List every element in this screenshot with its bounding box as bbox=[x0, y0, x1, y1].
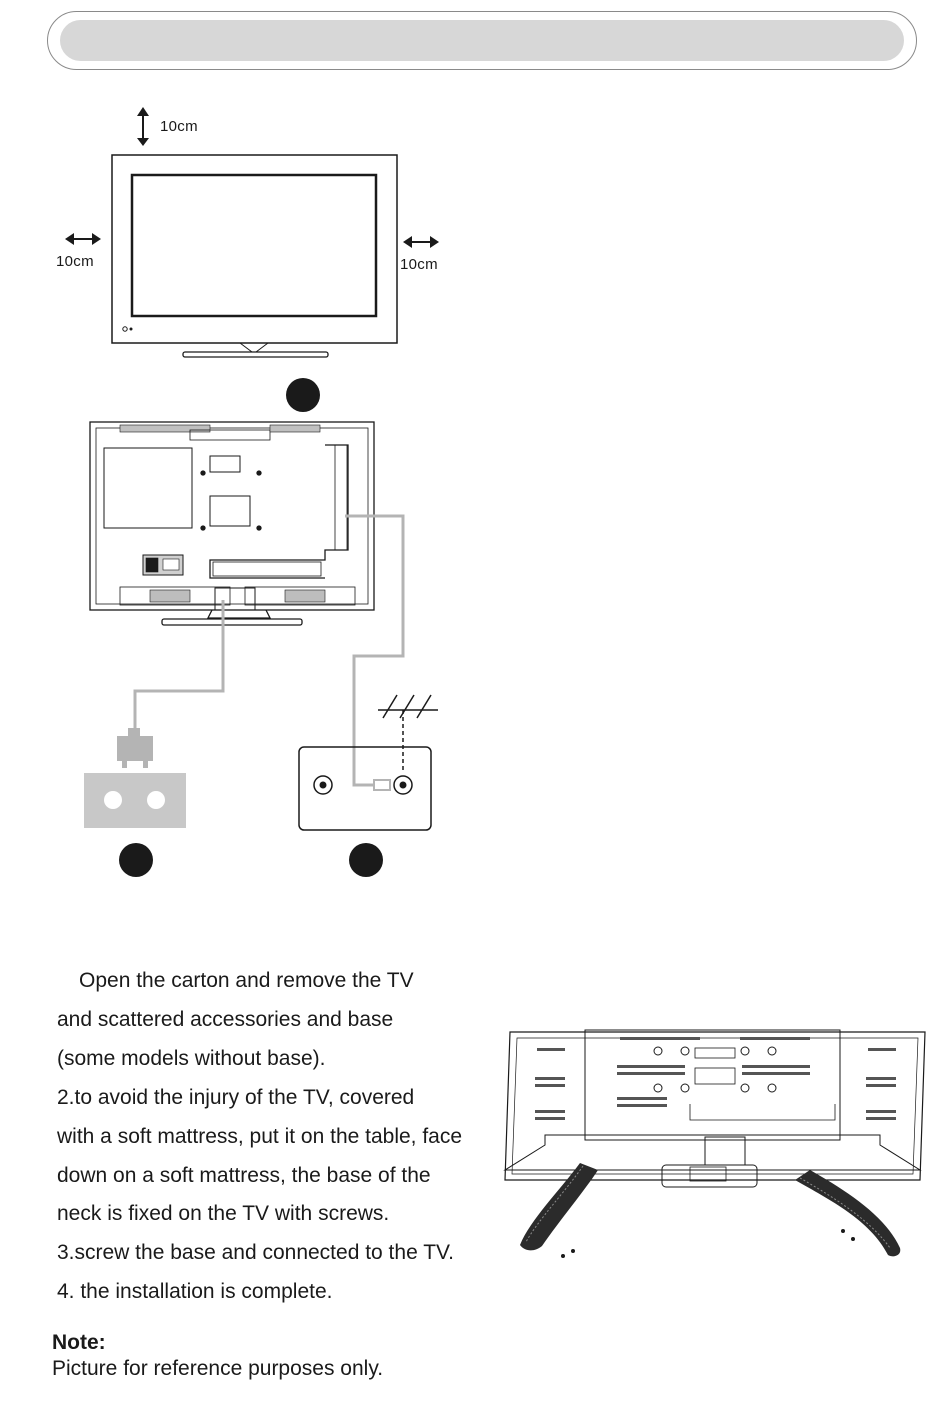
tv-front bbox=[111, 154, 398, 358]
antenna-wall-box bbox=[298, 710, 432, 831]
top-clearance-arrow bbox=[137, 107, 149, 146]
step-line-2: and scattered accessories and base bbox=[57, 1007, 394, 1031]
cables bbox=[133, 514, 405, 787]
top-clearance-label: 10cm bbox=[160, 118, 198, 135]
step-line-4: 2.to avoid the injury of the TV, covered bbox=[57, 1085, 415, 1109]
left-stand-leg bbox=[520, 1163, 598, 1251]
tv-rear bbox=[89, 421, 375, 626]
left-clearance-label: 10cm bbox=[56, 253, 94, 270]
step-line-3: (some models without base). bbox=[57, 1046, 326, 1070]
step-line-9: 4. the installation is complete. bbox=[57, 1280, 333, 1304]
left-clearance-arrow bbox=[65, 233, 101, 245]
step-line-1: Open the carton and remove the TV bbox=[79, 969, 414, 992]
base-installation-diagram bbox=[503, 1029, 926, 1258]
step-marker-a bbox=[286, 378, 320, 412]
right-clearance-arrow bbox=[403, 236, 439, 248]
right-clearance-label: 10cm bbox=[400, 256, 438, 273]
power-outlet bbox=[84, 773, 186, 828]
step-line-6: down on a soft mattress, the base of the bbox=[57, 1163, 431, 1187]
tv-front-diagram bbox=[65, 107, 439, 412]
step-line-8: 3.screw the base and connected to the TV… bbox=[57, 1241, 454, 1265]
step-marker-c bbox=[349, 843, 383, 877]
right-stand-leg bbox=[795, 1170, 901, 1257]
header-title-bar bbox=[60, 20, 904, 61]
tv-rear-connection-diagram bbox=[84, 421, 438, 877]
note-text: Picture for reference purposes only. bbox=[52, 1357, 384, 1380]
step-line-5: with a soft mattress, put it on the tabl… bbox=[57, 1124, 463, 1148]
step-line-7: neck is fixed on the TV with screws. bbox=[57, 1202, 390, 1226]
note-title: Note: bbox=[52, 1331, 106, 1354]
installation-steps: Open the carton and remove the TV and sc… bbox=[57, 962, 507, 1312]
header-banner bbox=[47, 11, 917, 70]
step-marker-b bbox=[119, 843, 153, 877]
antenna-icon bbox=[378, 694, 438, 719]
av-plug bbox=[117, 728, 153, 768]
